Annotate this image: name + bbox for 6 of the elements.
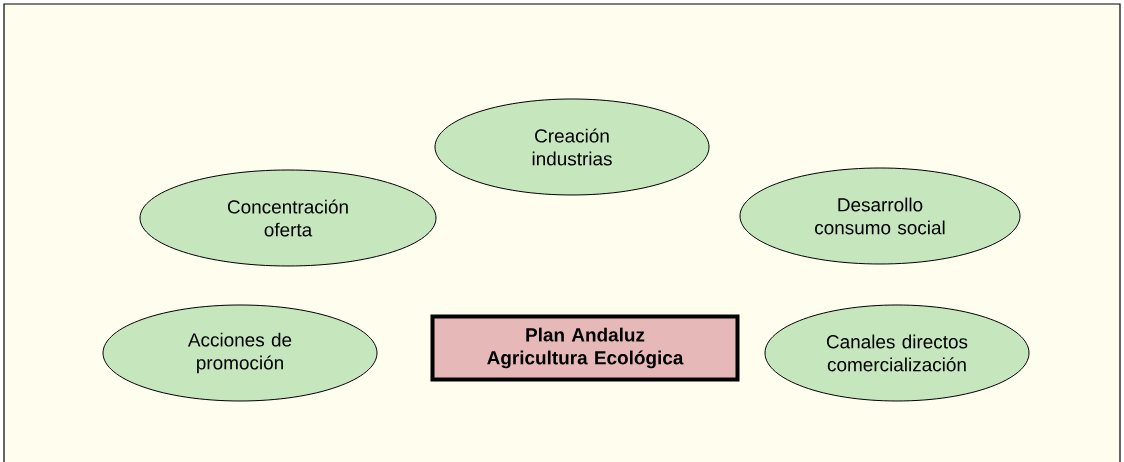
oval-node: Creación industrias bbox=[434, 98, 710, 196]
central-box: Plan Andaluz Agricultura Ecológica bbox=[430, 314, 740, 382]
oval-node: Acciones de promoción bbox=[102, 304, 378, 402]
oval-node: Concentración oferta bbox=[139, 169, 437, 267]
oval-node: Canales directos comercialización bbox=[764, 304, 1030, 402]
oval-node: Desarrollo consumo social bbox=[739, 167, 1021, 265]
